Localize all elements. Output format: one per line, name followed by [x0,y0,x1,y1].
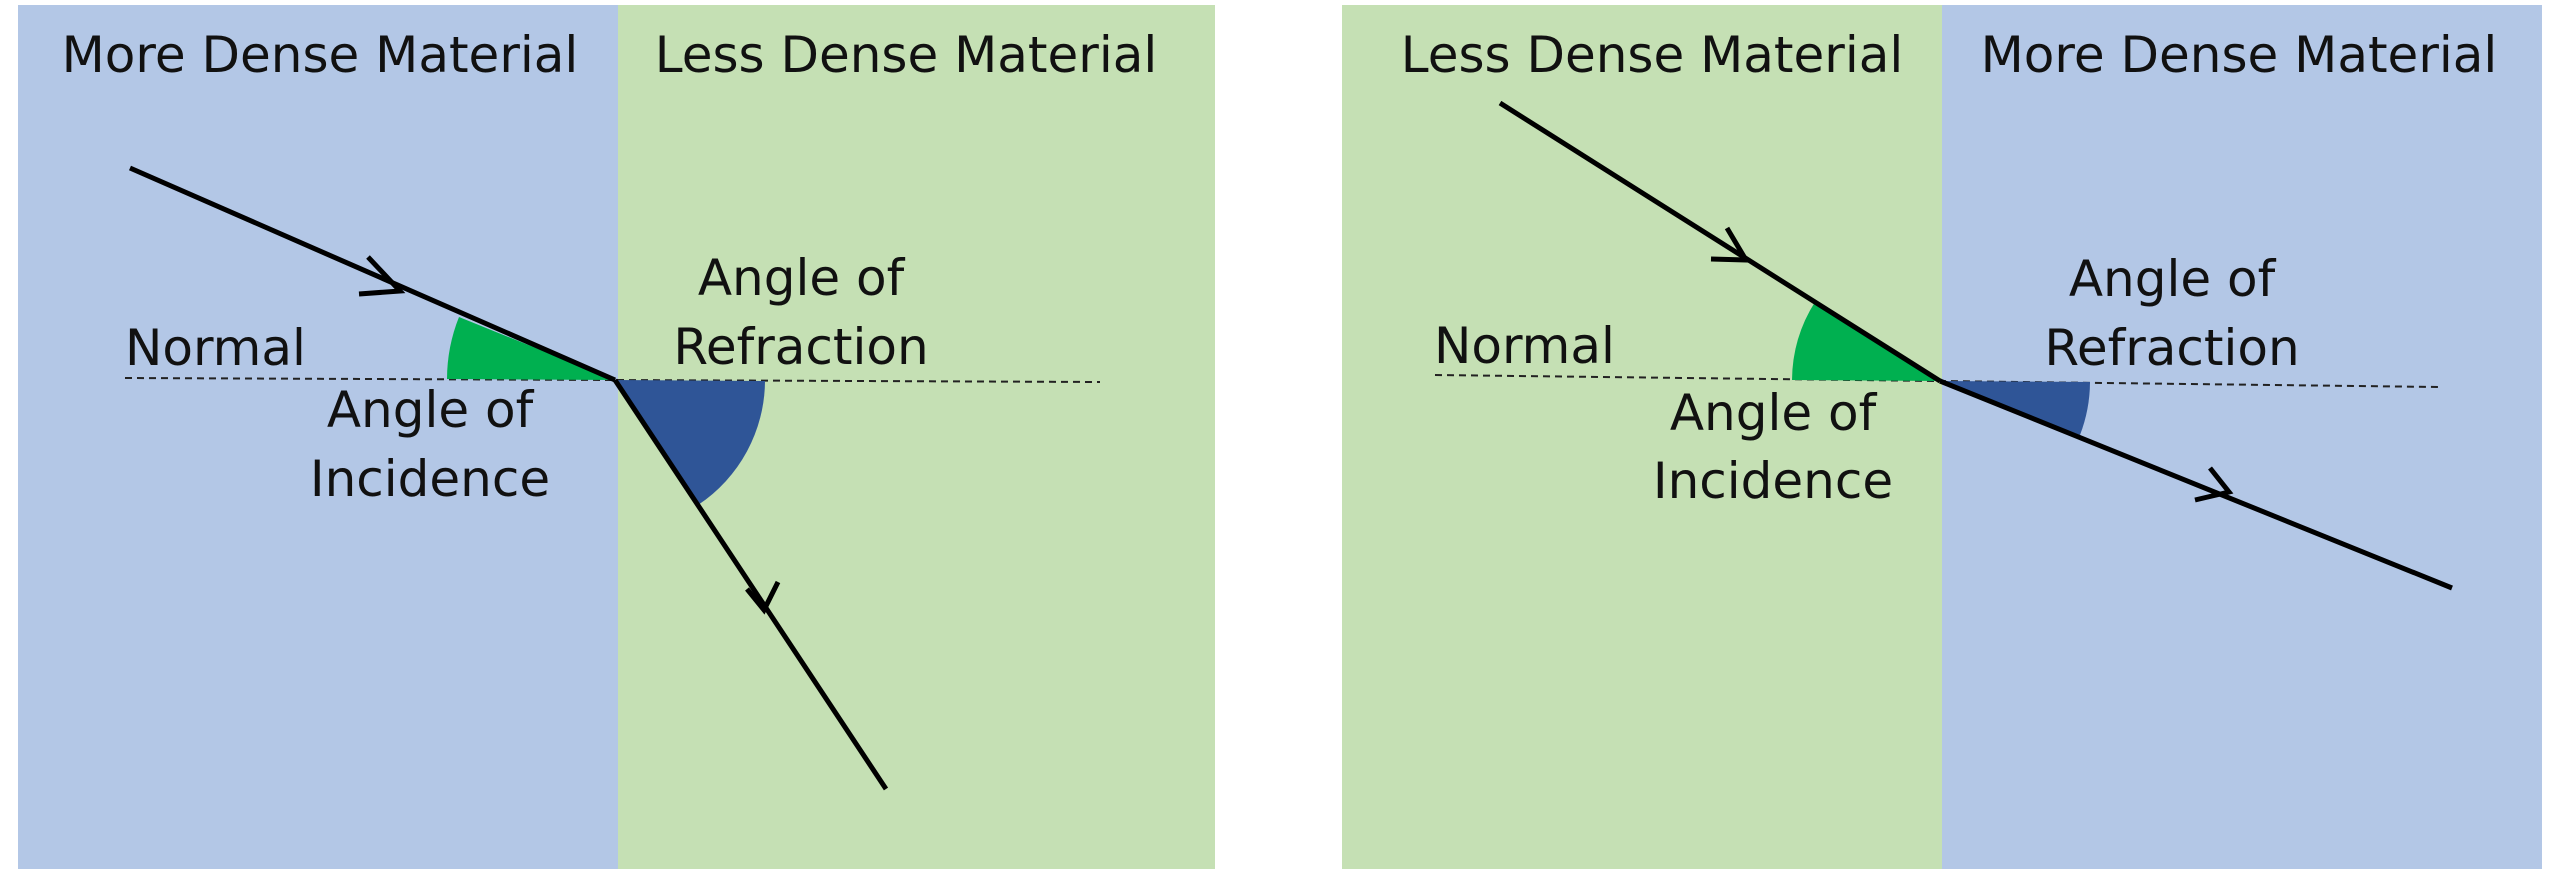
incidence-label-line2: Incidence [1653,452,1893,510]
refraction-label-line2: Refraction [673,318,928,376]
normal-line [124,377,1101,383]
refraction-label-line2: Refraction [2044,319,2299,377]
right-material-label: More Dense Material [1981,26,2498,84]
refracted-ray-arrowhead [2194,466,2234,503]
incident-ray [128,165,617,383]
refracted-ray [1939,378,2453,591]
incident-ray-arrowhead [1710,226,1751,263]
incident-ray [1498,100,1942,384]
normal-label: Normal [125,319,306,377]
incidence-label-line1: Angle of [1670,384,1878,442]
refraction-label-line1: Angle of [2069,250,2277,308]
refraction-angle-wedge [615,380,765,505]
incidence-label-line2: Incidence [310,450,550,508]
normal-label: Normal [1434,317,1615,375]
less-dense-region [1342,5,1942,869]
incidence-angle-wedge [1792,302,1940,381]
incidence-label-line1: Angle of [327,381,535,439]
more-dense-region [1942,5,2542,869]
refraction-label-line1: Angle of [698,249,906,307]
panel-dense-to-less-dense: More Dense Material Less Dense Material … [18,5,1215,869]
left-material-label: More Dense Material [62,26,579,84]
incident-ray-arrowhead [358,255,406,297]
refracted-ray [612,378,889,791]
left-material-label: Less Dense Material [1401,26,1904,84]
more-dense-region [18,5,618,869]
right-material-label: Less Dense Material [655,26,1158,84]
panel-less-dense-to-dense: Less Dense Material More Dense Material … [1342,5,2542,869]
refracted-ray-arrowhead [745,580,781,615]
